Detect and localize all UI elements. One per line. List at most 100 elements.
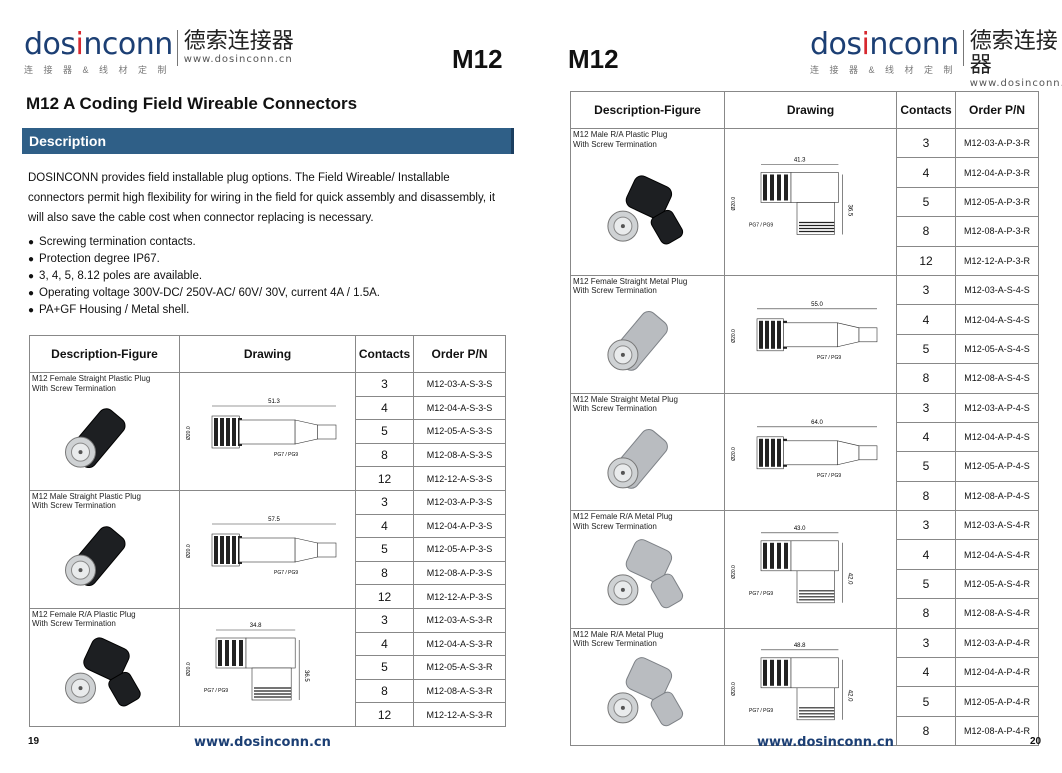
product-photo [65, 408, 126, 469]
brand-tagline: 连 接 器 & 线 材 定 制 [24, 65, 171, 75]
contacts-cell: 8 [896, 598, 956, 629]
order-pn-cell: M12-03-A-S-3-S [413, 372, 506, 397]
feature-item: Protection degree IP67. [28, 251, 380, 268]
brand-tagline: 连 接 器 & 线 材 定 制 [810, 65, 957, 75]
contacts-cell: 3 [896, 510, 956, 541]
contacts-cell: 4 [896, 304, 956, 335]
footer-url: www.dosinconn.cn [194, 735, 331, 750]
order-pn-cell: M12-04-A-S-4-R [955, 539, 1039, 570]
contacts-cell: 3 [896, 127, 956, 159]
dimension-label: Ø20.0 [731, 197, 737, 211]
order-pn-cell: M12-04-A-S-3-S [413, 395, 506, 421]
order-pn-cell: M12-04-A-P-4-R [955, 657, 1039, 688]
order-pn-cell: M12-12-A-S-3-S [413, 466, 506, 491]
product-photo [607, 428, 668, 489]
table-header: Drawing [179, 335, 356, 373]
dimension-label: Ø20.0 [731, 329, 737, 343]
dimension-label: Ø20.0 [186, 427, 192, 441]
dimension-label: 48.8 [794, 643, 806, 649]
contacts-cell: 12 [355, 584, 414, 609]
contacts-cell: 3 [355, 489, 414, 515]
right-header-code: M12 [568, 44, 619, 74]
table-header: Drawing [724, 91, 897, 129]
left-logo: dosinconn 连 接 器 & 线 材 定 制 德索连接器 www.dosi… [24, 30, 294, 76]
dimension-label: 42.0 [846, 690, 852, 702]
pg-label: PG7 / PG9 [749, 223, 773, 229]
order-pn-cell: M12-08-A-S-4-S [955, 363, 1039, 394]
product-label: M12 Female Straight Metal Plug With Scre… [573, 276, 688, 296]
dimension-label: 43.0 [794, 525, 806, 531]
pg-label: PG7 / PG9 [749, 590, 773, 596]
contacts-cell: 3 [896, 392, 956, 423]
order-pn-cell: M12-12-A-P-3-R [955, 245, 1039, 276]
description-figure-cell: M12 Male R/A Plastic Plug With Screw Ter… [570, 128, 725, 276]
contacts-cell: 4 [355, 513, 414, 539]
contacts-cell: 5 [896, 568, 956, 600]
contacts-cell: 8 [896, 363, 956, 394]
contacts-cell: 5 [896, 186, 956, 218]
order-pn-cell: M12-03-A-P-3-R [955, 127, 1039, 159]
feature-item: Screwing termination contacts. [28, 234, 380, 251]
description-figure-cell: M12 Female Straight Metal Plug With Scre… [570, 274, 725, 394]
contacts-cell: 8 [355, 442, 414, 468]
order-pn-cell: M12-05-A-P-4-S [955, 451, 1039, 482]
order-pn-cell: M12-04-A-P-3-R [955, 157, 1039, 188]
description-figure-cell: M12 Male Straight Metal Plug With Screw … [570, 392, 725, 512]
dimension-label: 36.5 [846, 205, 852, 217]
product-label: M12 Male Straight Metal Plug With Screw … [573, 394, 678, 414]
contacts-cell: 3 [896, 627, 956, 659]
order-pn-cell: M12-04-A-P-4-S [955, 421, 1039, 453]
contacts-cell: 5 [896, 333, 956, 365]
product-label: M12 Female R/A Metal Plug With Screw Ter… [573, 512, 673, 531]
order-pn-cell: M12-05-A-P-3-R [955, 186, 1039, 218]
description-figure-cell: M12 Female R/A Metal Plug With Screw Ter… [570, 510, 725, 629]
pg-label: PG7 / PG9 [817, 355, 841, 361]
order-pn-cell: M12-12-A-P-3-S [413, 584, 506, 609]
dimension-label: 55.0 [811, 302, 823, 308]
pg-label: PG7 / PG9 [274, 452, 298, 458]
contacts-cell: 12 [355, 466, 414, 491]
table-row: M12 Male R/A Metal Plug With Screw Termi… [570, 627, 1039, 747]
order-pn-cell: M12-03-A-P-3-S [413, 489, 506, 515]
dimension-label: Ø20.0 [731, 565, 737, 579]
contacts-cell: 5 [355, 655, 414, 680]
left-header-code: M12 [452, 44, 503, 74]
contacts-cell: 4 [355, 631, 414, 657]
feature-list: Screwing termination contacts. Protectio… [28, 234, 380, 319]
order-pn-cell: M12-12-A-S-3-R [413, 702, 506, 727]
dimension-label: Ø20.0 [186, 545, 192, 559]
product-photo [607, 539, 684, 609]
order-pn-cell: M12-08-A-P-3-R [955, 216, 1039, 247]
contacts-cell: 4 [355, 395, 414, 421]
footer-url: www.dosinconn.cn [757, 735, 894, 750]
intro-paragraph: DOSINCONN provides field installable plu… [28, 172, 496, 224]
page-title: M12 A Coding Field Wireable Connectors [26, 94, 358, 113]
contacts-cell: 5 [355, 537, 414, 562]
brand-url: www.dosinconn.cn [183, 54, 293, 65]
brand-cn-name: 德索连接器 [969, 29, 1058, 78]
dimension-label: 34.8 [250, 623, 262, 629]
table-header: Description-Figure [29, 335, 180, 373]
product-photo [65, 526, 126, 586]
order-pn-cell: M12-03-A-S-4-R [955, 510, 1039, 541]
contacts-cell: 8 [896, 715, 956, 747]
feature-item: 3, 4, 5, 8.12 poles are available. [28, 268, 380, 285]
